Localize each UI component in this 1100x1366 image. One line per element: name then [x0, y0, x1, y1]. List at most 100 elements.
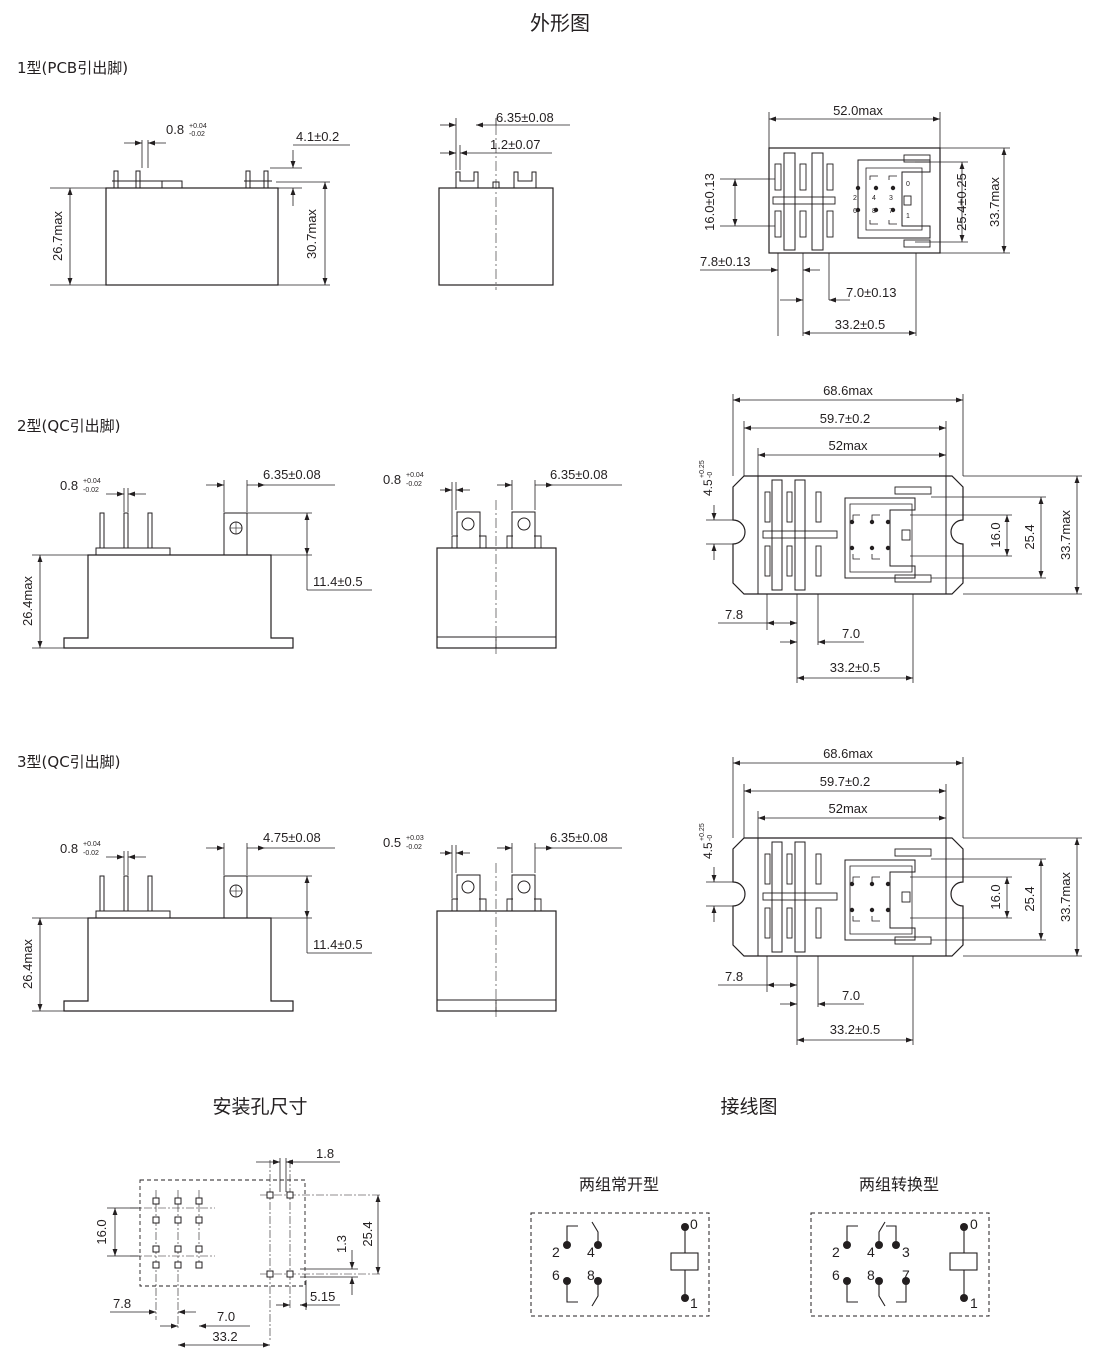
mounting-25-4: 25.4: [360, 1221, 375, 1246]
type2-w2: 59.7±0.2: [820, 411, 871, 426]
type3-section: 3型(QC引出脚) 0.8 +0.04 -0.02 4.75±0.08 11.4…: [17, 746, 1082, 1045]
type2-e1: 7.8: [725, 607, 743, 622]
type3-side-thk-sup: +0.03: [406, 835, 424, 842]
type1-bottom-terminals: [855, 185, 896, 213]
type2-side-thk-sup: +0.04: [406, 472, 424, 479]
type3-side-tab-width: 6.35±0.08: [550, 830, 608, 845]
mounting-outline: [130, 1160, 380, 1340]
type1-terminal-4: 4: [872, 195, 876, 202]
mounting-33-2: 33.2: [212, 1329, 237, 1344]
type2-height: 26.4max: [20, 576, 35, 626]
type1-terminal-1: 1: [906, 213, 910, 220]
type1-terminal-2: 2: [853, 195, 857, 202]
mounting-section: 安装孔尺寸: [94, 1096, 381, 1348]
mounting-1-3: 1.3: [334, 1235, 349, 1253]
type1-depth: 33.7max: [987, 177, 1002, 227]
type3-w2: 59.7±0.2: [820, 774, 871, 789]
type3-front-view: [63, 875, 294, 1012]
type3-r2: 25.4: [1022, 886, 1037, 911]
wiring-co-title: 两组转换型: [859, 1175, 939, 1194]
type3-pin-thk-sub: -0.02: [83, 850, 99, 857]
type3-tab-height: 11.4±0.5: [313, 937, 363, 952]
type1-terminal-6: 6: [853, 208, 857, 215]
mounting-16: 16.0: [94, 1219, 109, 1244]
type2-r2: 25.4: [1022, 524, 1037, 549]
wiring-no-terminals: [563, 1223, 689, 1302]
type3-e1: 7.8: [725, 969, 743, 984]
type2-hole-sub: -0: [707, 472, 714, 478]
wiring-co-1: 1: [970, 1295, 978, 1311]
type3-hole-sub: -0: [707, 835, 714, 841]
type2-hole-sup: +0.25: [699, 460, 706, 478]
type1-pin-width: 1.2±0.07: [490, 137, 541, 152]
type1-bottom-dims: [700, 112, 1010, 336]
type3-label: 3型(QC引出脚): [17, 753, 121, 771]
type2-r1: 16.0: [988, 522, 1003, 547]
type1-pin-thk-base: 0.8: [166, 122, 184, 137]
wiring-co-diagram: [810, 1212, 990, 1317]
type3-pin-thk-sup: +0.04: [83, 841, 101, 848]
type2-front-dims: [32, 480, 372, 649]
type3-tab-width: 4.75±0.08: [263, 830, 321, 845]
wiring-co-3: 3: [902, 1244, 910, 1260]
type1-col-pitch: 7.0±0.13: [846, 285, 897, 300]
page-title: 外形图: [530, 11, 590, 35]
type2-side-dims: [440, 480, 622, 535]
wiring-co-0: 0: [970, 1216, 978, 1232]
type3-hole-base: 4.5: [701, 842, 715, 859]
type2-side-thk-base: 0.8: [383, 472, 401, 487]
type2-bottom-dims: [706, 394, 1082, 683]
type2-label: 2型(QC引出脚): [17, 417, 121, 435]
type2-pin-thk-base: 0.8: [60, 478, 78, 493]
type1-terminal-0: 0: [906, 181, 910, 188]
type1-front-view: [105, 170, 279, 286]
type1-front-dims: [50, 140, 350, 286]
wiring-title: 接线图: [720, 1096, 777, 1118]
type1-pin-pitch: 6.35±0.08: [496, 110, 554, 125]
mounting-1-8: 1.8: [316, 1146, 334, 1161]
type2-w3: 52max: [828, 438, 868, 453]
type2-e2: 7.0: [842, 626, 860, 641]
type3-hole-sup: +0.25: [699, 823, 706, 841]
type2-bottom-view: [732, 475, 964, 595]
wiring-no-2: 2: [552, 1244, 560, 1260]
type2-hole-base: 4.5: [701, 479, 715, 496]
type3-w1: 68.6max: [823, 746, 873, 761]
type2-pin-thk-sup: +0.04: [83, 478, 101, 485]
type2-w1: 68.6max: [823, 383, 873, 398]
type3-r1: 16.0: [988, 884, 1003, 909]
type2-tab-height: 11.4±0.5: [313, 574, 363, 589]
type3-pin-thk-base: 0.8: [60, 841, 78, 856]
type1-terminal-8: 8: [872, 208, 876, 215]
wiring-co-6: 6: [832, 1267, 840, 1283]
wiring-no-6: 6: [552, 1267, 560, 1283]
wiring-no-0: 0: [690, 1216, 698, 1232]
type2-side-view: [436, 500, 557, 655]
type2-r3: 33.7max: [1058, 510, 1073, 560]
type3-side-dims: [440, 843, 622, 898]
wiring-section: 接线图 两组常开型 两组转换型 2 4 6 8 0 1 2 4 3 6 8 7 …: [530, 1096, 990, 1317]
mounting-holes: [152, 1191, 294, 1278]
type2-side-thk-sub: -0.02: [406, 481, 422, 488]
type3-w3: 52max: [828, 801, 868, 816]
type2-e3: 33.2±0.5: [830, 660, 881, 675]
type1-side-dims: [440, 118, 570, 170]
type2-tab-width: 6.35±0.08: [263, 467, 321, 482]
wiring-co-4: 4: [867, 1244, 875, 1260]
wiring-no-4: 4: [587, 1244, 595, 1260]
wiring-no-title: 两组常开型: [579, 1175, 659, 1194]
type3-height: 26.4max: [20, 939, 35, 989]
type3-side-view: [436, 863, 557, 1018]
type2-bottom-terminals: [849, 519, 891, 551]
wiring-co-7: 7: [902, 1267, 910, 1283]
wiring-no-diagram: [530, 1212, 710, 1317]
type2-section: 2型(QC引出脚) 0.8 +0.04 -0.02 6.35±0.08 11.4…: [17, 383, 1082, 683]
type1-edge: 7.8±0.13: [700, 254, 751, 269]
type1-side-view: [438, 125, 554, 290]
type1-section: 1型(PCB引出脚) 0.8 +0.04 -0.02 4.1±0.2 30.7m…: [17, 59, 1010, 336]
wiring-co-2: 2: [832, 1244, 840, 1260]
type1-pin-thk-sub: -0.02: [189, 131, 205, 138]
type1-width: 52.0max: [833, 103, 883, 118]
type1-label: 1型(PCB引出脚): [17, 59, 128, 77]
